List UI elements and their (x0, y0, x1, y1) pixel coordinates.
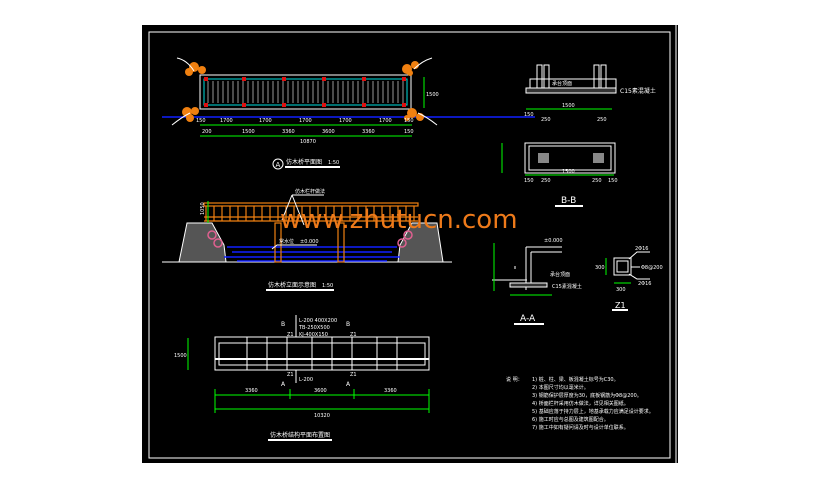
column-z1-section: 2Φ16 Φ8@200 2Φ16 300 300 Z1 (595, 246, 663, 311)
bridge-elevation-view: 仿木栏杆做法 1050 常水位 ±0.000 仿木桥立面示意图 1:50 (162, 188, 452, 291)
section-mark: B (346, 321, 350, 328)
dim-label: 1700 (220, 118, 233, 124)
watermark: www.zhutucn.com (280, 205, 518, 235)
section-marker (272, 158, 284, 170)
foundation-section-view: 承台顶面 C15素混凝土 1500 150 250 250 (524, 64, 656, 123)
column-label: Z1 (350, 332, 357, 338)
dim-label: 200 (202, 129, 212, 135)
dim-label: 150 (524, 112, 534, 118)
elevation-title: 仿木桥立面示意图 (268, 281, 316, 289)
concrete-label: C15素混凝土 (620, 87, 656, 95)
dim-label: 250 (597, 117, 607, 123)
drawing-frame (148, 31, 671, 459)
column-label: Z1 (350, 372, 357, 378)
foundation-label: 承台顶面 (552, 80, 572, 87)
note-item: 5) 基础应落于持力层上，地基承载力应满足设计要求。 (532, 408, 654, 415)
rail-callout: 仿木栏杆做法 (295, 188, 325, 195)
dim-label: 1700 (379, 118, 392, 124)
column-z1-title: Z1 (615, 301, 626, 310)
column-label: Z1 (287, 332, 294, 338)
concrete-label: C15素混凝土 (552, 283, 582, 290)
dim-label: 3360 (245, 388, 258, 394)
section-bb-title: B-B (561, 196, 576, 206)
beam-callout: L-200 400X200 (299, 318, 337, 324)
note-item: 3) 钢筋保护层厚度为30，底板钢筋为Φ8@200。 (532, 392, 642, 399)
note-item: 4) 桥面栏杆采用仿木做法，详见相关图纸。 (532, 400, 629, 407)
structure-title: 仿木桥结构平面布置图 (270, 431, 330, 439)
note-item: 1) 桩、柱、梁、板混凝土标号为C30。 (532, 376, 619, 383)
section-mark: B (281, 321, 285, 328)
structure-left-dim: 1500 (174, 353, 187, 359)
bridge-plan-view: 1500 150 1700 1700 1700 1700 1700 150 20… (162, 57, 535, 170)
elevation-scale: 1:50 (322, 283, 333, 289)
dim-label: 150 (404, 129, 414, 135)
dim-label: 150 (404, 118, 414, 124)
dim-label: 250 (541, 178, 551, 184)
water-elevation-label: ±0.000 (300, 239, 319, 245)
dim-label: 1500 (242, 129, 255, 135)
dim-label: 250 (592, 178, 602, 184)
dim-label: 150 (196, 118, 206, 124)
water-level-label: 常水位 (279, 238, 294, 245)
dim-label: 1500 (562, 169, 575, 175)
note-item: 2) 本图尺寸均以毫米计。 (532, 384, 589, 391)
structure-total-dim: 10320 (314, 413, 330, 419)
design-notes: 说 明： 1) 桩、柱、梁、板混凝土标号为C30。 2) 本图尺寸均以毫米计。 … (506, 376, 654, 431)
stirrup-label: Φ8@200 (641, 265, 663, 271)
note-item: 6) 施工时应与总图及建筑图配合。 (532, 416, 609, 423)
dim-label: 150 (524, 178, 534, 184)
dim-label: 3600 (314, 388, 327, 394)
section-aa-view: ±0.000 承台顶面 C15素混凝土 A-A (492, 238, 582, 325)
plan-total-dim: 10870 (300, 139, 316, 145)
section-mark: A (281, 381, 286, 388)
beam-callout: KJ-400X150 (299, 332, 328, 338)
section-bb-view: 1500 150 250 250 150 B-B (501, 142, 618, 207)
beam-callout: TB-250X500 (298, 325, 330, 331)
notes-heading: 说 明： (506, 376, 523, 383)
plan-title: 仿木桥平面图 (286, 158, 322, 166)
note-item: 7) 施工中如有疑问请及时与设计单位联系。 (532, 424, 629, 431)
section-mark: A (346, 381, 351, 388)
dim-label: 1700 (259, 118, 272, 124)
section-aa-title: A-A (520, 314, 536, 324)
plan-scale: 1:50 (328, 160, 339, 166)
drawing-sheet: 1500 150 1700 1700 1700 1700 1700 150 20… (142, 25, 678, 463)
elevation-label: ±0.000 (544, 238, 563, 244)
stone-icon (182, 61, 424, 122)
marker-label: A (276, 161, 281, 169)
dim-label: 1700 (299, 118, 312, 124)
dim-label: 3360 (282, 129, 295, 135)
cad-drawing: 1500 150 1700 1700 1700 1700 1700 150 20… (148, 25, 677, 463)
dim-label: 300 (595, 265, 605, 271)
column-label: Z1 (287, 372, 294, 378)
elevation-height-dim: 1050 (200, 202, 206, 215)
plan-width-dim: 1500 (426, 92, 439, 98)
dim-label: 300 (616, 287, 626, 293)
beam-callout: L-200 (299, 377, 313, 383)
dim-label: 3360 (384, 388, 397, 394)
dim-label: 3600 (322, 129, 335, 135)
rebar-label: 2Φ16 (635, 246, 648, 252)
dim-label: 150 (608, 178, 618, 184)
structure-plan-view: L-200 400X200 TB-250X500 KJ-400X150 L-20… (174, 315, 430, 441)
foundation-label: 承台顶面 (550, 271, 570, 278)
dim-label: 1500 (562, 103, 575, 109)
dim-label: 3360 (362, 129, 375, 135)
rebar-label: 2Φ16 (638, 281, 651, 287)
dim-label: 1700 (339, 118, 352, 124)
dim-label: 250 (541, 117, 551, 123)
